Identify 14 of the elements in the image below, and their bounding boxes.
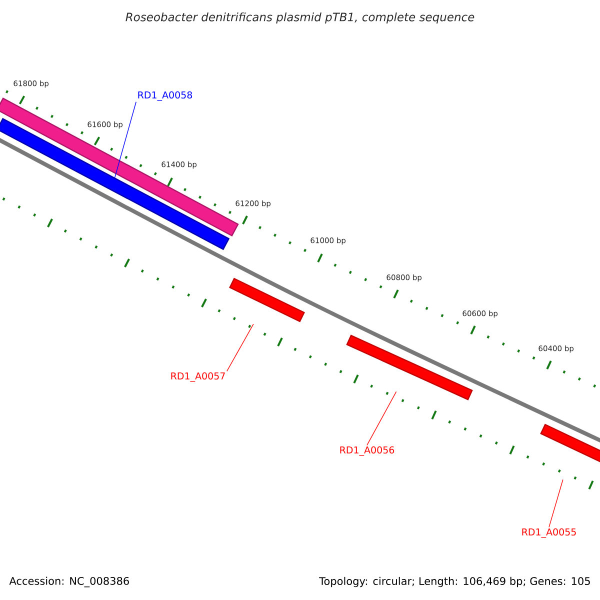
gene-bar [540, 424, 600, 464]
gene-label: RD1_A0055 [522, 528, 576, 538]
leader-line [548, 479, 564, 528]
gene-bar [346, 334, 473, 400]
title: Roseobacter denitrificans plasmid pTB1, complete sequence [126, 12, 474, 24]
leader-line [366, 391, 397, 446]
gene-bar [229, 278, 305, 322]
gene-label: RD1_A0056 [340, 446, 394, 456]
footer-text: Topology: circular; Length: 106,469 bp; Genes: 105 [319, 576, 590, 588]
leader-line [226, 324, 254, 372]
gene-label: RD1_A0057 [171, 372, 225, 382]
gene-label: RD1_A0058 [138, 91, 192, 101]
footer-text: Accession: NC_008386 [9, 576, 129, 588]
leader-line [114, 102, 136, 178]
